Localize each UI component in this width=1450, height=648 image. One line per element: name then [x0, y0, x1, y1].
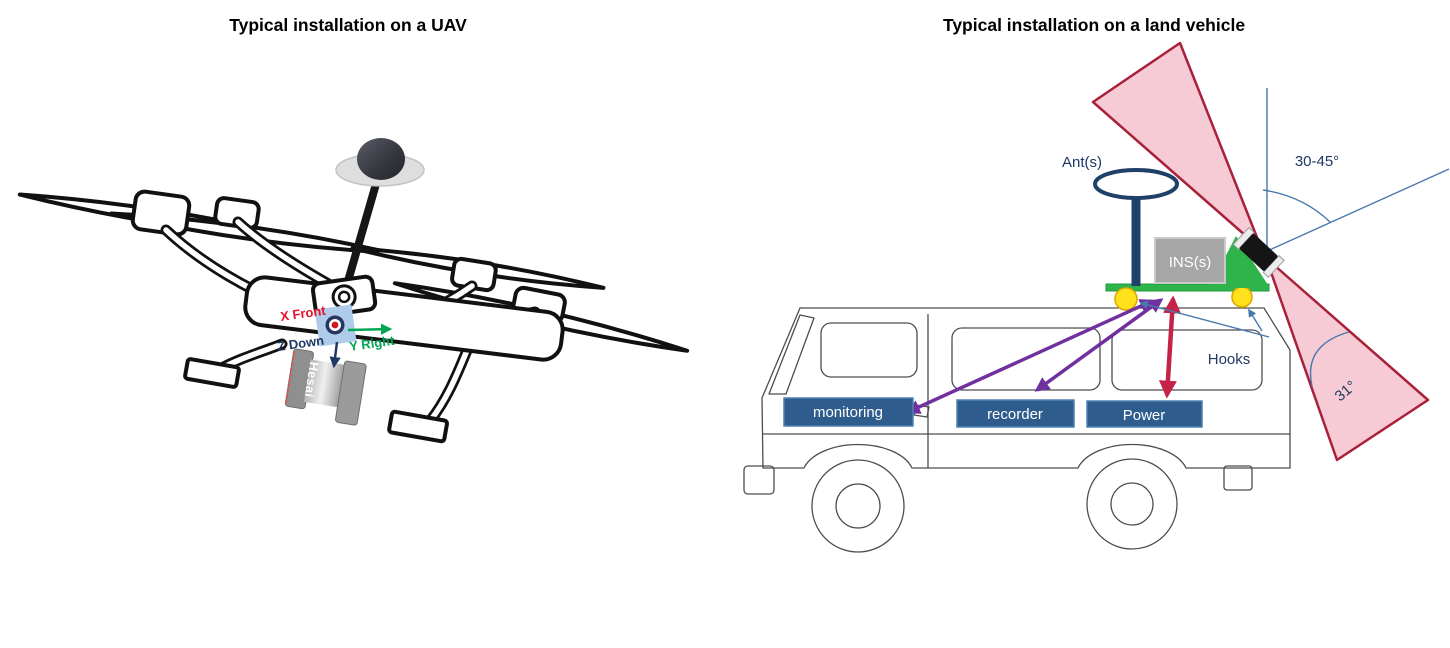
- van-drawing: [743, 307, 1291, 553]
- lidar-brand-label: Hesai: [302, 361, 321, 399]
- hooks-label: Hooks: [1208, 351, 1251, 368]
- lidar-fov-lower-wedge: [1264, 256, 1430, 462]
- hooks-pointer-left: [1139, 300, 1270, 338]
- landing-foot-icon: [183, 357, 241, 389]
- uav-panel: Typical installation on a UAV: [17, 15, 690, 444]
- tilt-angle-label: 30-45°: [1295, 153, 1339, 170]
- van-front-wheel-icon: [811, 459, 905, 553]
- power-box: [1086, 400, 1203, 428]
- gnss-antenna: [335, 138, 425, 290]
- gnss-antenna-icon: [1093, 168, 1179, 200]
- cabling-arrows: [905, 295, 1270, 414]
- sensor-axis-line: [1253, 168, 1450, 258]
- fov-angle-arc: [1309, 331, 1350, 387]
- motor-pod-icon: [130, 189, 192, 237]
- z-axis-label: Z Down: [276, 333, 325, 354]
- van-windshield: [768, 314, 815, 395]
- landing-foot-icon: [387, 409, 450, 444]
- lidar-sensor: Hesai: [284, 348, 367, 426]
- camera-unit: [310, 274, 378, 318]
- y-axis-label: Y Right: [348, 333, 396, 354]
- body-axes-annotation: X Front Z Down Y Right: [276, 303, 396, 369]
- ins-label: INS(s): [1169, 254, 1212, 271]
- recorder-cable-arrow: [1034, 298, 1164, 392]
- recorder-box: [956, 399, 1075, 428]
- monitoring-box: [783, 397, 914, 427]
- suction-hook-icon: [1231, 286, 1253, 308]
- landing-legs: [183, 338, 474, 444]
- power-cable-arrow: [1158, 295, 1182, 399]
- land-vehicle-panel: Typical installation on a land vehicle: [743, 15, 1450, 553]
- suction-hook-icon: [1114, 287, 1138, 311]
- roof-mount: INS(s): [1093, 168, 1285, 311]
- vehicle-panel-title: Typical installation on a land vehicle: [943, 15, 1245, 35]
- antenna-dome-icon: [357, 138, 405, 180]
- power-label: Power: [1123, 407, 1166, 424]
- van-front-bumper: [743, 465, 775, 495]
- ins-box: [1154, 237, 1226, 284]
- tilt-angle-arc: [1262, 189, 1331, 223]
- monitoring-cable-arrow: [905, 299, 1155, 414]
- tilted-lidar-icon: [1232, 226, 1285, 278]
- x-axis-label: X Front: [279, 303, 327, 324]
- lidar-flange-icon: [335, 360, 367, 426]
- recorder-label: recorder: [987, 406, 1043, 423]
- antenna-mast-icon: [342, 182, 380, 290]
- lidar-fov-upper-wedge: [1091, 41, 1264, 252]
- equipment-boxes: monitoring recorder Power: [783, 397, 1203, 428]
- van-body-outline: [761, 307, 1291, 469]
- antenna-label: Ant(s): [1062, 154, 1102, 171]
- hooks-pointer-right: [1248, 308, 1263, 332]
- lidar-barrel-icon: [303, 359, 347, 408]
- y-axis-arrow-icon: [347, 323, 393, 335]
- van-rear-bumper: [1223, 465, 1253, 491]
- van-rear-wheel-icon: [1086, 458, 1178, 550]
- uav-panel-title: Typical installation on a UAV: [229, 15, 467, 35]
- z-axis-arrow-icon: [329, 341, 341, 369]
- van-door-window: [820, 322, 918, 378]
- monitoring-label: monitoring: [813, 404, 883, 421]
